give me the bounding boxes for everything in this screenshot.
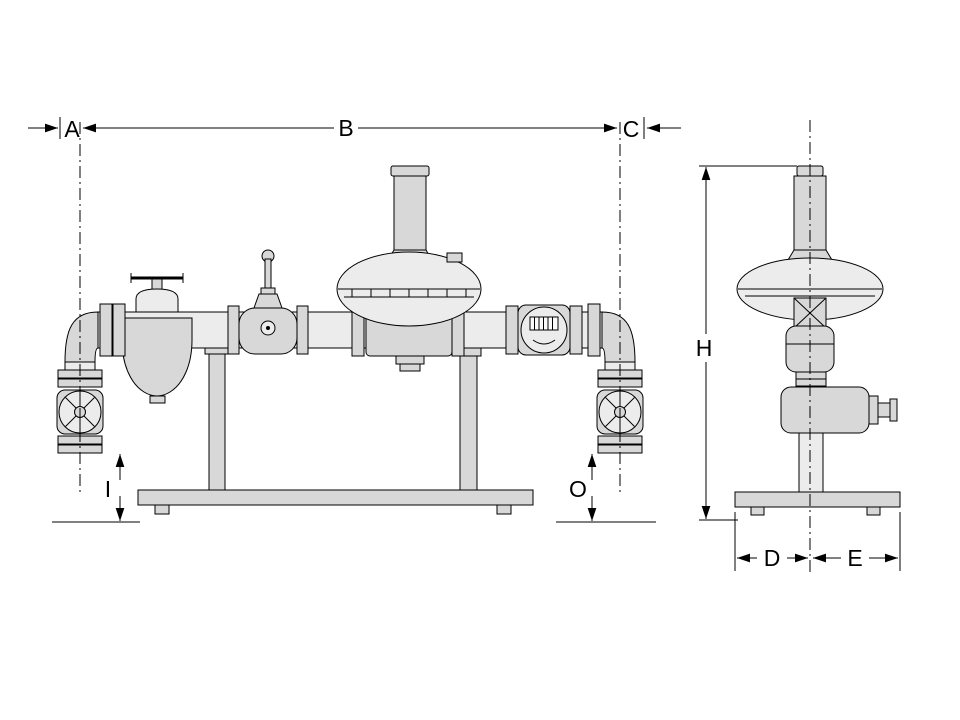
outlet-elbow	[601, 311, 636, 363]
dimension-d: D	[734, 512, 808, 571]
base-foot	[866, 506, 881, 516]
dimension-c: C	[623, 116, 681, 142]
flange	[296, 305, 309, 355]
pilot-end-cap	[889, 398, 898, 422]
side-view	[734, 120, 901, 576]
flange	[795, 371, 827, 380]
dimension-label-i: I	[105, 476, 111, 502]
dimension-i: I	[52, 454, 140, 523]
shutoff-valve	[227, 249, 309, 355]
dimension-a: A	[28, 116, 80, 142]
bottom-plug	[399, 363, 421, 372]
dimension-label-d: D	[764, 545, 781, 571]
stand-leg-left	[208, 353, 226, 491]
base-foot	[154, 504, 170, 515]
base-foot	[496, 504, 512, 515]
flange	[587, 303, 601, 357]
vent-fitting	[446, 252, 463, 263]
bottom-plug-flange	[395, 355, 425, 365]
dimension-label-a: A	[64, 116, 80, 142]
base-plate-side	[734, 491, 901, 508]
flange	[99, 303, 113, 357]
dimension-label-o: O	[569, 476, 587, 502]
dimension-label-e: E	[847, 545, 862, 571]
pilot-end-flange	[868, 395, 879, 425]
strainer-cap	[135, 288, 179, 313]
dimension-label-b: B	[338, 115, 353, 141]
meter	[505, 304, 583, 356]
pilot-stub	[877, 402, 891, 418]
riser-pipe-side	[798, 432, 824, 493]
flange	[112, 303, 126, 357]
regulator	[336, 165, 482, 372]
dimension-e: E	[813, 512, 901, 571]
strainer-stem	[151, 278, 163, 291]
flange	[505, 305, 519, 355]
base-foot	[750, 506, 765, 516]
dimension-b: B	[83, 115, 617, 141]
dimensions: A B C I O	[28, 115, 901, 571]
dimension-label-c: C	[623, 116, 640, 142]
flange	[227, 305, 240, 355]
pilot-regulator	[780, 386, 870, 434]
flange	[569, 305, 583, 355]
dimension-label-h: H	[696, 335, 713, 361]
flange	[795, 378, 827, 387]
front-view	[56, 122, 644, 515]
meter-dial-arc	[532, 339, 556, 345]
valve-bonnet	[253, 293, 283, 309]
dimension-h: H	[696, 165, 797, 521]
base-skid	[137, 489, 534, 515]
spring-tower	[393, 175, 427, 257]
spring-tower-cap	[390, 165, 430, 177]
stand-leg-right	[459, 355, 478, 491]
inlet-elbow	[64, 311, 99, 363]
strainer-drain-plug	[149, 395, 166, 404]
support-stand	[204, 345, 482, 491]
strainer	[121, 273, 193, 404]
base-plate	[137, 489, 534, 506]
valve-stem	[264, 258, 272, 290]
dimension-o: O	[556, 454, 656, 523]
strainer-body	[121, 317, 193, 397]
